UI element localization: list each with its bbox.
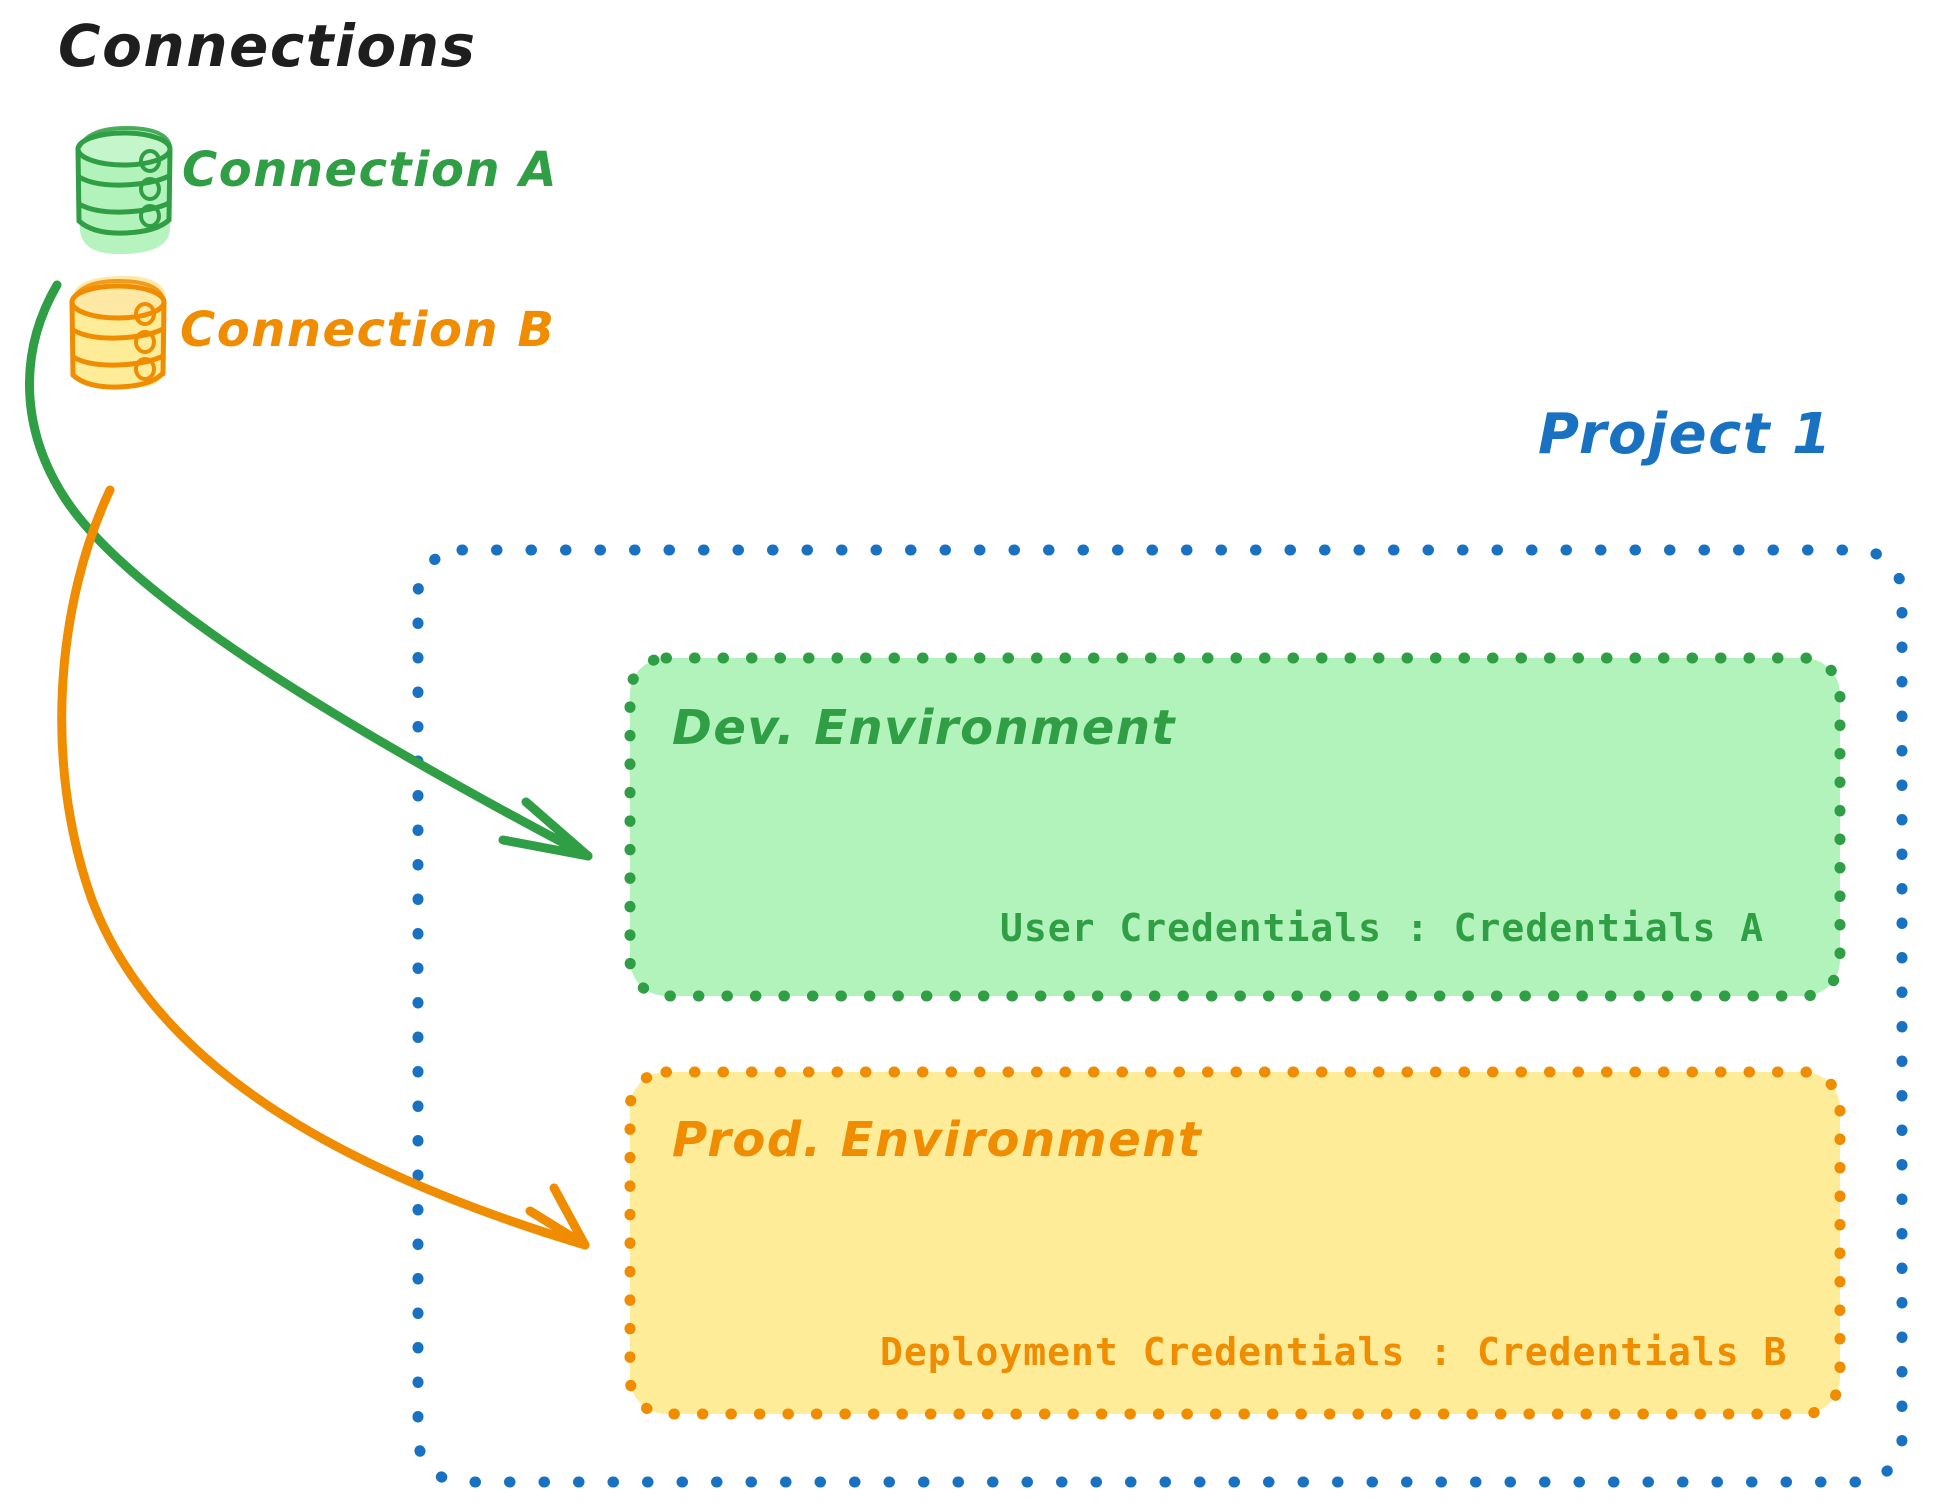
arrow-connection-b-to-prod: [57, 485, 590, 1250]
dev-environment-title: Dev. Environment: [672, 700, 1176, 756]
database-icon-connection-b[interactable]: [69, 275, 167, 390]
connection-b-label[interactable]: Connection B: [180, 302, 556, 358]
prod-environment-title: Prod. Environment: [672, 1112, 1203, 1168]
arrow-connection-a-to-dev: [25, 280, 593, 861]
prod-environment-box[interactable]: [624, 1066, 1846, 1420]
project-title: Project 1: [1538, 402, 1833, 467]
database-icon-connection-a[interactable]: [75, 125, 173, 255]
dev-environment-box[interactable]: [624, 652, 1846, 1002]
dev-environment-credentials: User Credentials : Credentials A: [1000, 906, 1765, 950]
project-container-border: [412, 544, 1908, 1488]
prod-environment-credentials: Deployment Credentials : Credentials B: [880, 1330, 1788, 1374]
page-title: Connections: [58, 12, 477, 80]
connection-a-label[interactable]: Connection A: [182, 142, 558, 198]
